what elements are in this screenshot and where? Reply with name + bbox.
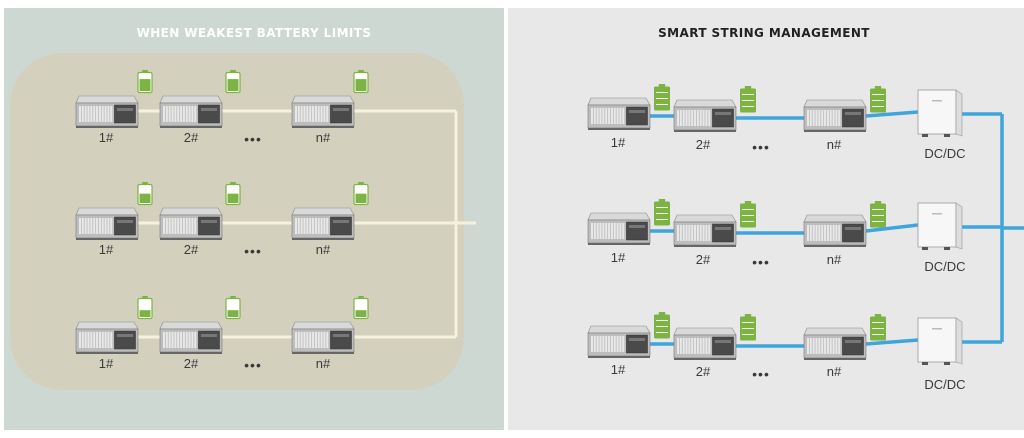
battery-module: [673, 214, 737, 247]
battery-module: [291, 321, 355, 354]
battery-label: n#: [315, 356, 331, 371]
dcdc-label: DC/DC: [924, 259, 966, 274]
battery-label: 1#: [98, 242, 114, 257]
battery-label: 2#: [695, 364, 711, 379]
battery-label: 1#: [610, 362, 626, 377]
battery-module: [587, 325, 651, 358]
battery-module: [673, 99, 737, 132]
battery-level-icon: [137, 182, 153, 206]
ellipsis-indicator: •••: [244, 357, 262, 373]
battery-label: 1#: [610, 250, 626, 265]
battery-label: 2#: [183, 356, 199, 371]
battery-level-icon: [353, 182, 369, 206]
battery-level-icon: [740, 201, 756, 228]
battery-level-icon: [870, 314, 886, 341]
battery-label: 2#: [183, 130, 199, 145]
battery-label: n#: [315, 242, 331, 257]
dcdc-converter: [917, 89, 963, 137]
ellipsis-indicator: •••: [752, 254, 770, 270]
panel-divider: [504, 8, 508, 430]
dcdc-label: DC/DC: [924, 377, 966, 392]
ellipsis-indicator: •••: [752, 366, 770, 382]
battery-level-icon: [353, 296, 369, 320]
battery-label: n#: [315, 130, 331, 145]
battery-module: [803, 327, 867, 360]
battery-module: [587, 212, 651, 245]
battery-level-icon: [225, 296, 241, 320]
right-panel-title: SMART STRING MANAGEMENT: [658, 26, 870, 40]
battery-level-icon: [225, 182, 241, 206]
battery-label: 1#: [98, 356, 114, 371]
battery-label: 2#: [695, 252, 711, 267]
battery-label: n#: [826, 364, 842, 379]
battery-level-icon: [654, 312, 670, 339]
ellipsis-indicator: •••: [752, 139, 770, 155]
battery-module: [587, 97, 651, 130]
battery-level-icon: [137, 70, 153, 94]
battery-module: [803, 99, 867, 132]
battery-module: [673, 327, 737, 360]
battery-module: [75, 207, 139, 240]
battery-module: [291, 207, 355, 240]
dcdc-label: DC/DC: [924, 146, 966, 161]
dcdc-converter: [917, 317, 963, 365]
ellipsis-indicator: •••: [244, 131, 262, 147]
battery-label: n#: [826, 137, 842, 152]
battery-module: [159, 321, 223, 354]
battery-label: n#: [826, 252, 842, 267]
battery-level-icon: [654, 84, 670, 111]
battery-module: [291, 95, 355, 128]
battery-module: [159, 207, 223, 240]
battery-level-icon: [870, 201, 886, 228]
left-panel-title: WHEN WEAKEST BATTERY LIMITS: [136, 26, 372, 40]
ellipsis-indicator: •••: [244, 243, 262, 259]
battery-level-icon: [137, 296, 153, 320]
battery-label: 1#: [98, 130, 114, 145]
battery-level-icon: [654, 199, 670, 226]
battery-label: 1#: [610, 135, 626, 150]
battery-level-icon: [740, 86, 756, 113]
battery-label: 2#: [695, 137, 711, 152]
battery-module: [75, 95, 139, 128]
battery-level-icon: [870, 86, 886, 113]
battery-module: [803, 214, 867, 247]
battery-level-icon: [225, 70, 241, 94]
battery-module: [159, 95, 223, 128]
battery-label: 2#: [183, 242, 199, 257]
dcdc-converter: [917, 202, 963, 250]
battery-level-icon: [353, 70, 369, 94]
battery-level-icon: [740, 314, 756, 341]
battery-module: [75, 321, 139, 354]
